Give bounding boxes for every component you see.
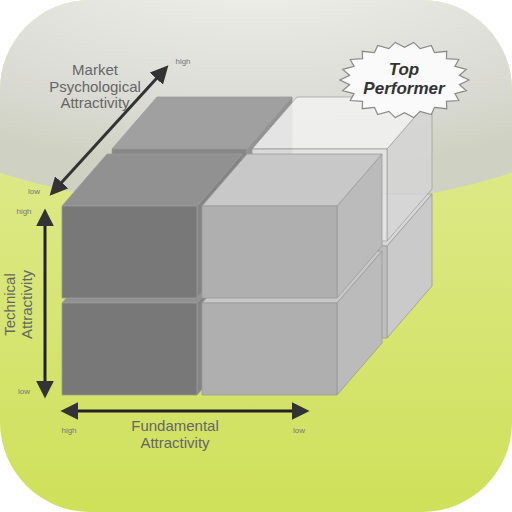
axis-title: Fundamental Attractivity xyxy=(110,418,240,451)
sub-cube xyxy=(202,154,382,298)
axis-arrow xyxy=(64,410,306,413)
axis-end-label: low xyxy=(22,188,46,197)
axis-arrow xyxy=(44,212,47,395)
axis-end-label: high xyxy=(12,208,36,217)
cube-face xyxy=(202,303,337,395)
cube-face xyxy=(202,154,382,206)
axis-title: Market Psychological Attractivity xyxy=(40,62,150,112)
axis-end-label: low xyxy=(284,427,314,436)
cube-face xyxy=(62,206,197,298)
axis-end-label: high xyxy=(168,58,198,67)
axis-title: Technical Attractivity xyxy=(2,245,35,365)
cube-face xyxy=(62,303,197,395)
background-glow xyxy=(0,0,512,210)
axis-end-label: high xyxy=(54,427,84,436)
starburst-outline xyxy=(340,42,469,117)
badge-text: Top Performer xyxy=(357,61,452,98)
cube-grid xyxy=(62,97,432,395)
starburst-badge: Top Performer xyxy=(339,41,470,119)
axis-end-label: low xyxy=(12,388,36,397)
cube-face xyxy=(202,206,337,298)
